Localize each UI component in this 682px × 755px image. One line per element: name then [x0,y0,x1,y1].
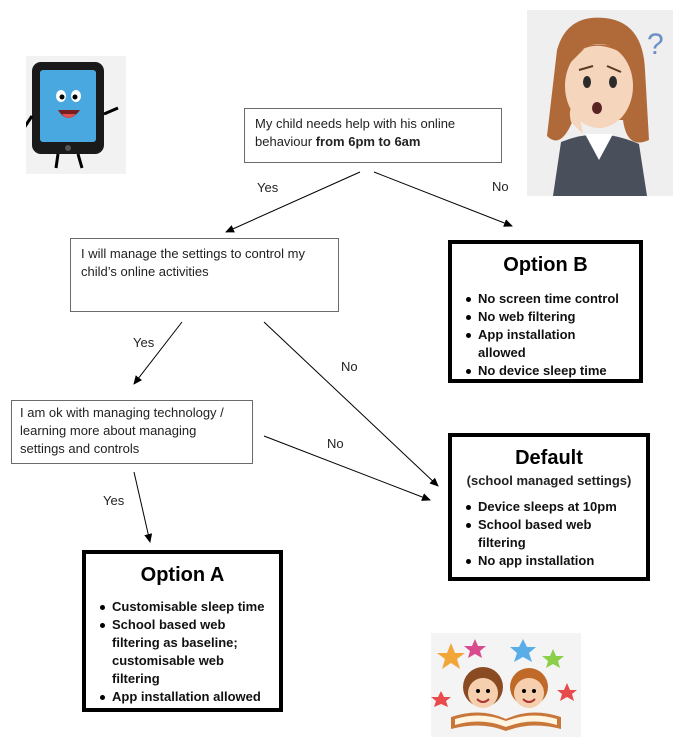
edge-label-q1-no: No [492,179,509,194]
option-a-item: App installation allowed [100,688,265,706]
arrow-q3-no [263,435,431,501]
option-a-box: Option A Customisable sleep time School … [82,550,283,712]
option-a-item: School based web filtering as baseline; … [100,616,265,688]
default-list: Device sleeps at 10pm School based web f… [466,498,632,570]
option-b-list: No screen time control No web filtering … [466,290,625,380]
arrow-q1-yes [225,171,361,233]
option-a-item: Customisable sleep time [100,598,265,616]
question-manage-technology-text: I am ok with managing technology / learn… [20,405,224,456]
question-online-hours-bold: from 6pm to 6am [315,134,421,149]
question-online-hours-text: My child needs help with his online beha… [255,116,456,149]
edge-label-q1-yes: Yes [257,180,279,195]
kids-reading-illustration [431,633,581,737]
thinking-woman-illustration: ? [527,10,673,196]
default-subtitle: (school managed settings) [466,473,632,488]
edge-label-q3-yes: Yes [103,493,125,508]
edge-label-q2-yes: Yes [133,335,155,350]
question-manage-technology: I am ok with managing technology / learn… [11,400,253,464]
default-item: School based web filtering [466,516,632,552]
arrow-q2-yes [133,321,183,385]
option-a-title: Option A [140,564,225,586]
tablet-character-illustration [26,56,126,174]
option-a-list: Customisable sleep time School based web… [100,598,265,706]
question-manage-settings-text: I will manage the settings to control my… [81,246,305,279]
default-item: Device sleeps at 10pm [466,498,632,516]
edge-label-q2-no: No [341,359,358,374]
option-b-title: Option B [503,254,588,276]
question-mark-icon: ? [647,28,664,61]
question-online-hours: My child needs help with his online beha… [244,108,502,163]
default-title: Default [515,447,583,469]
option-b-box: Option B No screen time control No web f… [448,240,643,383]
arrow-q2-no [263,321,439,487]
default-box: Default (school managed settings) Device… [448,433,650,581]
default-item: No app installation [466,552,632,570]
arrow-q1-no [373,171,513,227]
option-b-item: No web filtering [466,308,625,326]
option-b-item: App installation allowed [466,326,625,362]
question-manage-settings: I will manage the settings to control my… [70,238,339,312]
option-b-item: No device sleep time [466,362,625,380]
option-b-item: No screen time control [466,290,625,308]
arrow-q3-yes [133,471,153,543]
edge-label-q3-no: No [327,436,344,451]
